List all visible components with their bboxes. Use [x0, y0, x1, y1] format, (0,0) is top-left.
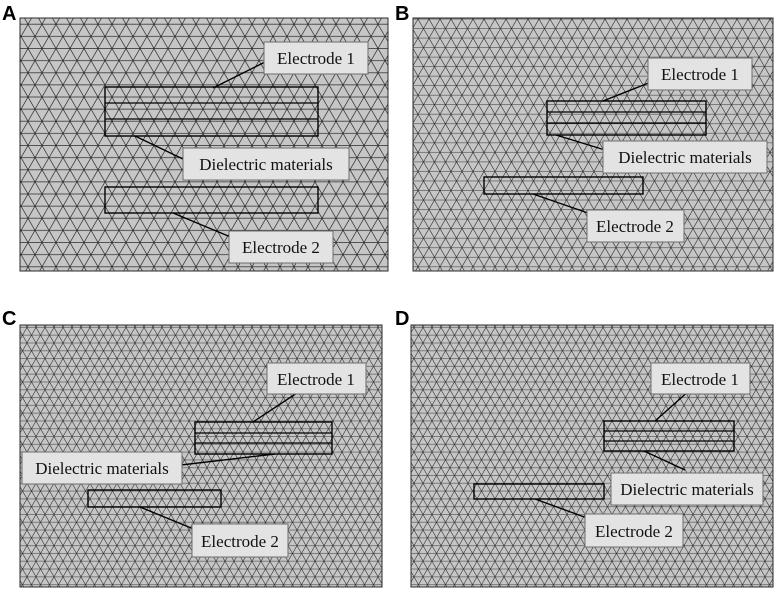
leader-dielectric-d — [643, 450, 686, 471]
panel-a: A Electrode 1 Dielectric materials Elect… — [2, 3, 389, 272]
callout-electrode-2-d — [584, 513, 684, 548]
label-electrode-1-d: Electrode 1 — [661, 370, 739, 389]
leader-dielectric-c — [180, 453, 276, 466]
callout-dielectric-a — [182, 147, 350, 181]
leader-electrode-1-b — [602, 81, 652, 102]
electrode-1-outline-b — [546, 100, 707, 136]
leader-electrode-1-d — [654, 389, 691, 422]
leader-electrode-1-a — [212, 61, 266, 89]
callout-electrode-2-b — [586, 209, 685, 243]
callout-electrode-1-d — [650, 362, 751, 395]
electrode-1-outline-c — [194, 421, 333, 455]
callout-dielectric-b — [602, 140, 768, 174]
panel-d: D Electrode 1 Dielectric materials Elect… — [395, 308, 774, 588]
label-electrode-1-a: Electrode 1 — [277, 49, 355, 68]
leader-electrode-2-d — [534, 498, 588, 519]
electrode-2-outline-c — [87, 489, 222, 508]
panel-b: B Electrode 1 Dielectric materials Elect… — [395, 3, 774, 272]
callout-electrode-2-a — [228, 230, 334, 264]
leader-electrode-1-c — [252, 390, 301, 423]
label-dielectric-b: Dielectric materials — [618, 148, 752, 167]
leader-dielectric-b — [555, 134, 606, 151]
callout-electrode-1-b — [647, 57, 753, 91]
panel-letter-d: D — [395, 308, 409, 330]
panel-letter-a: A — [2, 3, 16, 25]
label-dielectric-d: Dielectric materials — [620, 480, 754, 499]
callout-electrode-2-c — [191, 523, 289, 558]
electrode-1-outline-d — [603, 420, 735, 452]
label-electrode-1-b: Electrode 1 — [661, 65, 739, 84]
panel-c: C Electrode 1 Dielectric materials Elect… — [2, 308, 383, 588]
electrode-2-outline-a — [104, 186, 319, 214]
label-dielectric-a: Dielectric materials — [199, 155, 333, 174]
callout-electrode-1-a — [263, 41, 369, 75]
label-electrode-1-c: Electrode 1 — [277, 370, 355, 389]
label-electrode-2-a: Electrode 2 — [242, 238, 320, 257]
callout-dielectric-c — [21, 451, 183, 485]
callout-dielectric-d — [610, 472, 764, 506]
callout-electrode-1-c — [266, 362, 367, 395]
leader-dielectric-a — [134, 135, 186, 161]
electrode-1-outline-a — [104, 86, 319, 137]
label-electrode-2-b: Electrode 2 — [596, 217, 674, 236]
electrode-2-outline-d — [473, 483, 605, 500]
label-electrode-2-d: Electrode 2 — [595, 522, 673, 541]
panel-letter-b: B — [395, 3, 409, 25]
label-electrode-2-c: Electrode 2 — [201, 532, 279, 551]
leader-electrode-2-a — [172, 212, 234, 239]
electrode-2-outline-b — [483, 176, 644, 195]
leader-electrode-2-c — [139, 506, 197, 531]
panel-letter-c: C — [2, 308, 16, 330]
leader-electrode-2-b — [532, 193, 589, 214]
label-dielectric-c: Dielectric materials — [35, 459, 169, 478]
